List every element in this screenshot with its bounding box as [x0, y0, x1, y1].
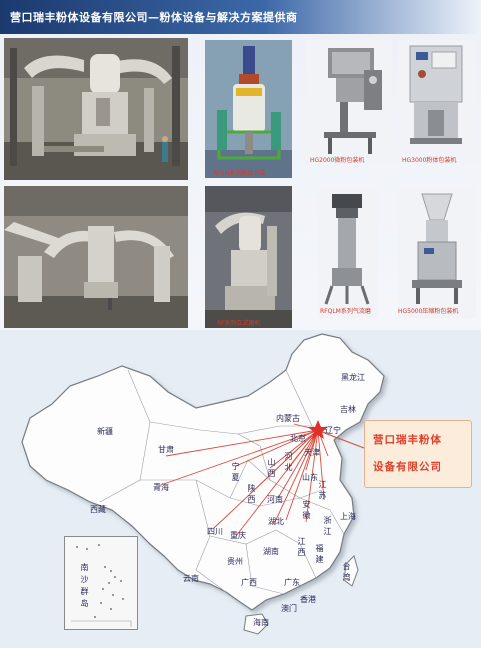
packer-press-caption: HG5000压缩粉包装机	[398, 308, 459, 315]
label-shanxi: 山西	[267, 458, 276, 480]
factory-photo-1-image	[4, 38, 188, 180]
label-hunan: 湖南	[263, 547, 279, 556]
mill-product-photo: RFQLM系列气流磨	[318, 186, 378, 318]
label-shandong: 山东	[302, 473, 318, 482]
label-shaanxi: 陕西	[247, 484, 256, 506]
company-name-line1: 营口瑞丰粉体	[373, 434, 442, 446]
crusher-render-image	[205, 40, 292, 178]
south-sea-inset: 南沙群岛	[64, 536, 138, 630]
callout-connector	[321, 431, 365, 449]
company-name-line2: 设备有限公司	[373, 461, 442, 473]
label-tianjin: 天津	[304, 448, 320, 457]
label-hebei: 河北	[284, 452, 293, 474]
label-beijing: 北京	[290, 434, 306, 443]
label-yunnan: 云南	[183, 574, 199, 583]
page-title: 营口瑞丰粉体设备有限公司—粉体设备与解决方案提供商	[10, 11, 298, 24]
mill-product-caption: RFQLM系列气流磨	[320, 308, 371, 315]
crusher-render-photo: RFSM系列粉体包装	[205, 40, 292, 178]
label-taiwan: 台湾	[342, 562, 351, 584]
packer-powder-caption: HG3000粉体包装机	[402, 157, 457, 164]
page-header: 营口瑞丰粉体设备有限公司—粉体设备与解决方案提供商	[0, 0, 481, 34]
label-fujian: 福建	[315, 544, 324, 566]
packer-powder-photo: HG3000粉体包装机	[398, 40, 476, 164]
label-xinjiang: 新疆	[97, 427, 113, 436]
product-gallery: RFSM系列粉体包装 HG2000微粉包装机 HG3	[0, 34, 481, 330]
inset-islands	[71, 544, 132, 627]
label-qinghai: 青海	[153, 483, 169, 492]
label-liaoning: 辽宁	[325, 426, 341, 435]
china-outline	[21, 333, 385, 611]
packer-micro-image	[306, 40, 392, 164]
china-map	[21, 333, 385, 635]
label-neimenggu: 内蒙古	[276, 414, 300, 423]
factory-photo-2	[4, 186, 188, 328]
label-jiangsu: 江苏	[318, 480, 327, 502]
crusher-caption: RFSM系列粉体包装	[213, 170, 266, 177]
label-anhui: 安徽	[302, 500, 311, 522]
label-chongqing: 重庆	[230, 531, 246, 540]
factory-photo-2-image	[4, 186, 188, 328]
mill-image	[205, 186, 292, 328]
label-jilin: 吉林	[340, 405, 356, 414]
mill-product-image	[318, 186, 378, 318]
label-hubei: 湖北	[268, 517, 284, 526]
label-xizang: 西藏	[90, 505, 106, 514]
label-henan: 河南	[267, 495, 283, 504]
label-sichuan: 四川	[207, 527, 223, 536]
factory-photo-1	[4, 38, 188, 180]
packer-powder-image	[398, 40, 476, 164]
label-shanghai: 上海	[340, 512, 356, 521]
label-hongkong: 香港	[300, 595, 316, 604]
packer-press-photo: HG5000压缩粉包装机	[398, 186, 476, 318]
company-location-star-icon	[308, 420, 328, 439]
taiwan-island	[343, 555, 359, 587]
label-guizhou: 贵州	[227, 557, 243, 566]
label-jiangxi: 江西	[297, 537, 306, 559]
label-zhejiang: 浙江	[323, 516, 332, 538]
packer-micro-caption: HG2000微粉包装机	[310, 157, 365, 164]
packer-press-image	[398, 186, 476, 318]
company-callout: 营口瑞丰粉体 设备有限公司	[364, 420, 472, 488]
packer-micro-photo: HG2000微粉包装机	[306, 40, 392, 164]
hainan-island	[243, 613, 269, 635]
mill-photo: RF系列立式磨机	[205, 186, 292, 328]
inset-label: 南沙群岛	[80, 563, 89, 611]
label-guangdong: 广东	[284, 578, 300, 587]
mill-photo-caption: RF系列立式磨机	[217, 320, 261, 327]
label-heilongjiang: 黑龙江	[341, 373, 365, 382]
label-gansu: 甘肃	[158, 445, 174, 454]
label-ningxia: 宁夏	[231, 462, 240, 484]
label-hainan: 海南	[253, 618, 269, 627]
label-guangxi: 广西	[241, 578, 257, 587]
distribution-lines	[157, 423, 329, 537]
label-macau: 澳门	[281, 604, 297, 613]
